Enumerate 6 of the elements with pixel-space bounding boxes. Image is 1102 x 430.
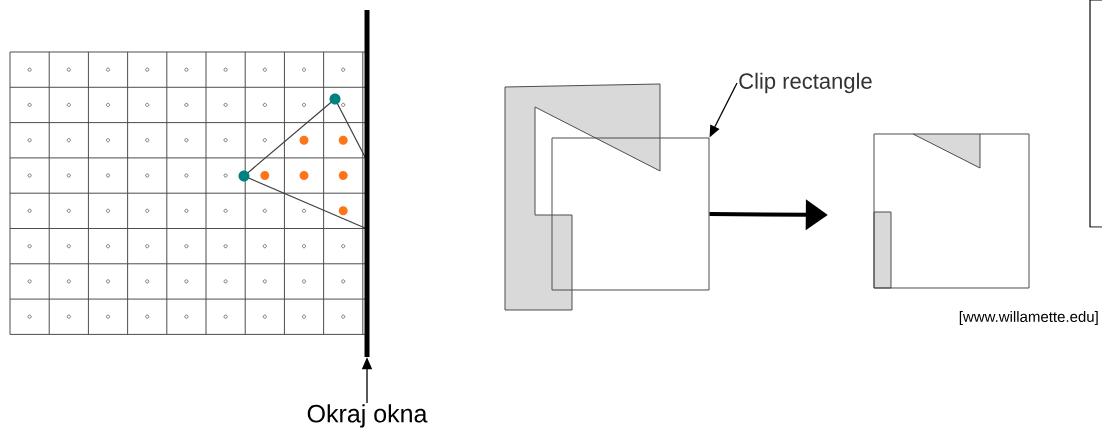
- clipping-after-drawing: [873, 133, 1030, 289]
- window-edge-label: Okraj okna: [307, 404, 428, 428]
- source-note: [www.willamette.edu]: [959, 311, 1098, 325]
- clip-rectangle-label: Clip rectangle: [739, 72, 872, 94]
- clipping-before-drawing: [504, 83, 661, 311]
- clip-rectangle: [551, 137, 710, 291]
